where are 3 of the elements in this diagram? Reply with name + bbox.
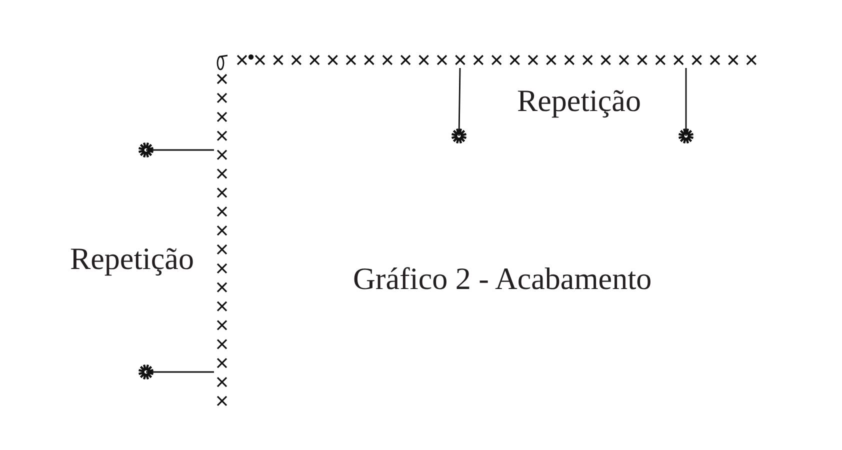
repeat-label: Repetição: [70, 241, 194, 277]
chart-title: Gráfico 2 - Acabamento: [353, 261, 652, 297]
repeat-label: Repetição: [517, 83, 641, 119]
